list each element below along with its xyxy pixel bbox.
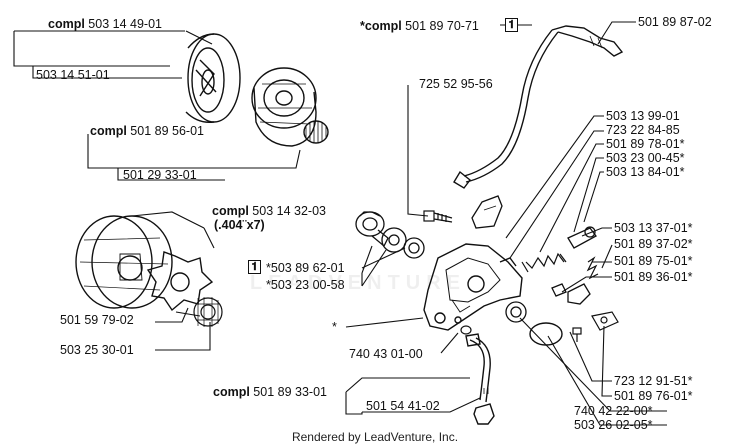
leader-line	[547, 335, 667, 426]
part-label-740-43-01-00: 740 43 01-00	[349, 347, 423, 361]
part-label-501-89-87-02: 501 89 87-02	[638, 15, 712, 29]
guide-plate	[471, 195, 503, 229]
part-label-503-13-37-01: 503 13 37-01*	[614, 221, 693, 235]
part-label-503-13-84-01: 503 13 84-01*	[606, 165, 685, 179]
clutch-drum-top	[185, 33, 241, 123]
adjuster-spring	[586, 256, 599, 280]
part-label-725-52-95-56: 725 52 95-56	[419, 77, 493, 91]
part-label-chain-pitch: (.404¨x7)	[214, 218, 265, 232]
part-label-501-89-56-01: compl 501 89 56-01	[90, 124, 204, 138]
part-label-740-42-22-00: 740 42 22-00*	[574, 404, 653, 418]
o-ring	[529, 322, 563, 346]
leader-line	[345, 377, 481, 415]
leader-line	[519, 317, 667, 412]
part-label-503-26-02-05: 503 26 02-05*	[574, 418, 653, 432]
rim-sprocket	[146, 251, 214, 312]
wrench-icon: 𝟏	[248, 260, 261, 274]
leader-line	[13, 30, 185, 79]
retaining-clip	[591, 311, 619, 331]
leader-line	[345, 317, 424, 328]
leader-line	[583, 171, 604, 223]
oil-pump-housing	[423, 243, 523, 331]
leader-line	[185, 30, 213, 45]
wrench-icon: 𝟏	[505, 18, 518, 32]
part-label-503-14-51-01: 503 14 51-01	[36, 68, 110, 82]
leader-line	[601, 244, 613, 269]
part-label-723-22-84-85: 723 22 84-85	[606, 123, 680, 137]
part-label-503-13-99-01: 503 13 99-01	[606, 109, 680, 123]
part-label-503-14-32-03: compl 503 14 32-03	[212, 204, 326, 218]
pump-spring	[521, 252, 567, 273]
part-label-503-23-00-58: *503 23 00-58	[266, 278, 345, 292]
leader-line	[155, 307, 211, 351]
oil-pickup-hose	[465, 333, 495, 425]
part-label-501-89-33-01: compl 501 89 33-01	[213, 385, 327, 399]
leader-line	[407, 85, 429, 217]
part-label-501-89-37-02: 501 89 37-02*	[614, 237, 693, 251]
clutch-drum-middle	[251, 67, 329, 147]
part-label-501-59-79-02: 501 59 79-02	[60, 313, 134, 327]
part-label-503-14-49-01: compl 503 14 49-01	[48, 17, 162, 31]
bolt	[423, 210, 453, 223]
part-label-503-23-00-45: 503 23 00-45*	[606, 151, 685, 165]
worm-gear	[355, 211, 425, 259]
leader-line	[440, 332, 459, 354]
part-label-star: *	[332, 320, 337, 334]
part-label-501-89-76-01: 501 89 76-01*	[614, 389, 693, 403]
leader-line	[597, 21, 636, 45]
adjuster-bracket	[551, 283, 591, 305]
part-label-501-89-78-01: 501 89 78-01*	[606, 137, 685, 151]
watermark: LEADVENTURE	[250, 272, 467, 294]
leader-line	[509, 130, 604, 259]
part-label-501-54-41-02: 501 54 41-02	[366, 399, 440, 413]
leader-line	[601, 325, 612, 397]
part-label-503-89-62-01: *503 89 62-01	[266, 261, 345, 275]
leader-line	[581, 227, 612, 237]
small-screw	[572, 327, 582, 342]
part-label-501-89-70-71: *compl 501 89 70-71	[360, 19, 479, 33]
leader-line	[569, 331, 612, 382]
needle-bearing	[193, 297, 223, 327]
part-label-501-89-75-01: 501 89 75-01*	[614, 254, 693, 268]
oil-hose	[453, 25, 624, 189]
leader-line	[361, 245, 406, 287]
pump-piston	[567, 226, 597, 249]
part-label-501-29-33-01: 501 29 33-01	[123, 168, 197, 182]
part-label-503-25-30-01: 503 25 30-01	[60, 343, 134, 357]
part-label-723-12-91-51: 723 12 91-51*	[614, 374, 693, 388]
leader-line	[573, 157, 604, 233]
clutch-drum-bottom	[75, 215, 173, 309]
leader-line	[561, 276, 612, 293]
leader-line	[87, 134, 301, 181]
seal-ring	[505, 301, 527, 323]
hose-fitting	[460, 325, 472, 335]
credit-line: Rendered by LeadVenture, Inc.	[291, 430, 459, 444]
leader-line	[539, 143, 604, 253]
leader-line	[131, 211, 215, 249]
part-label-501-89-36-01: 501 89 36-01*	[614, 270, 693, 284]
leader-line	[505, 115, 604, 239]
